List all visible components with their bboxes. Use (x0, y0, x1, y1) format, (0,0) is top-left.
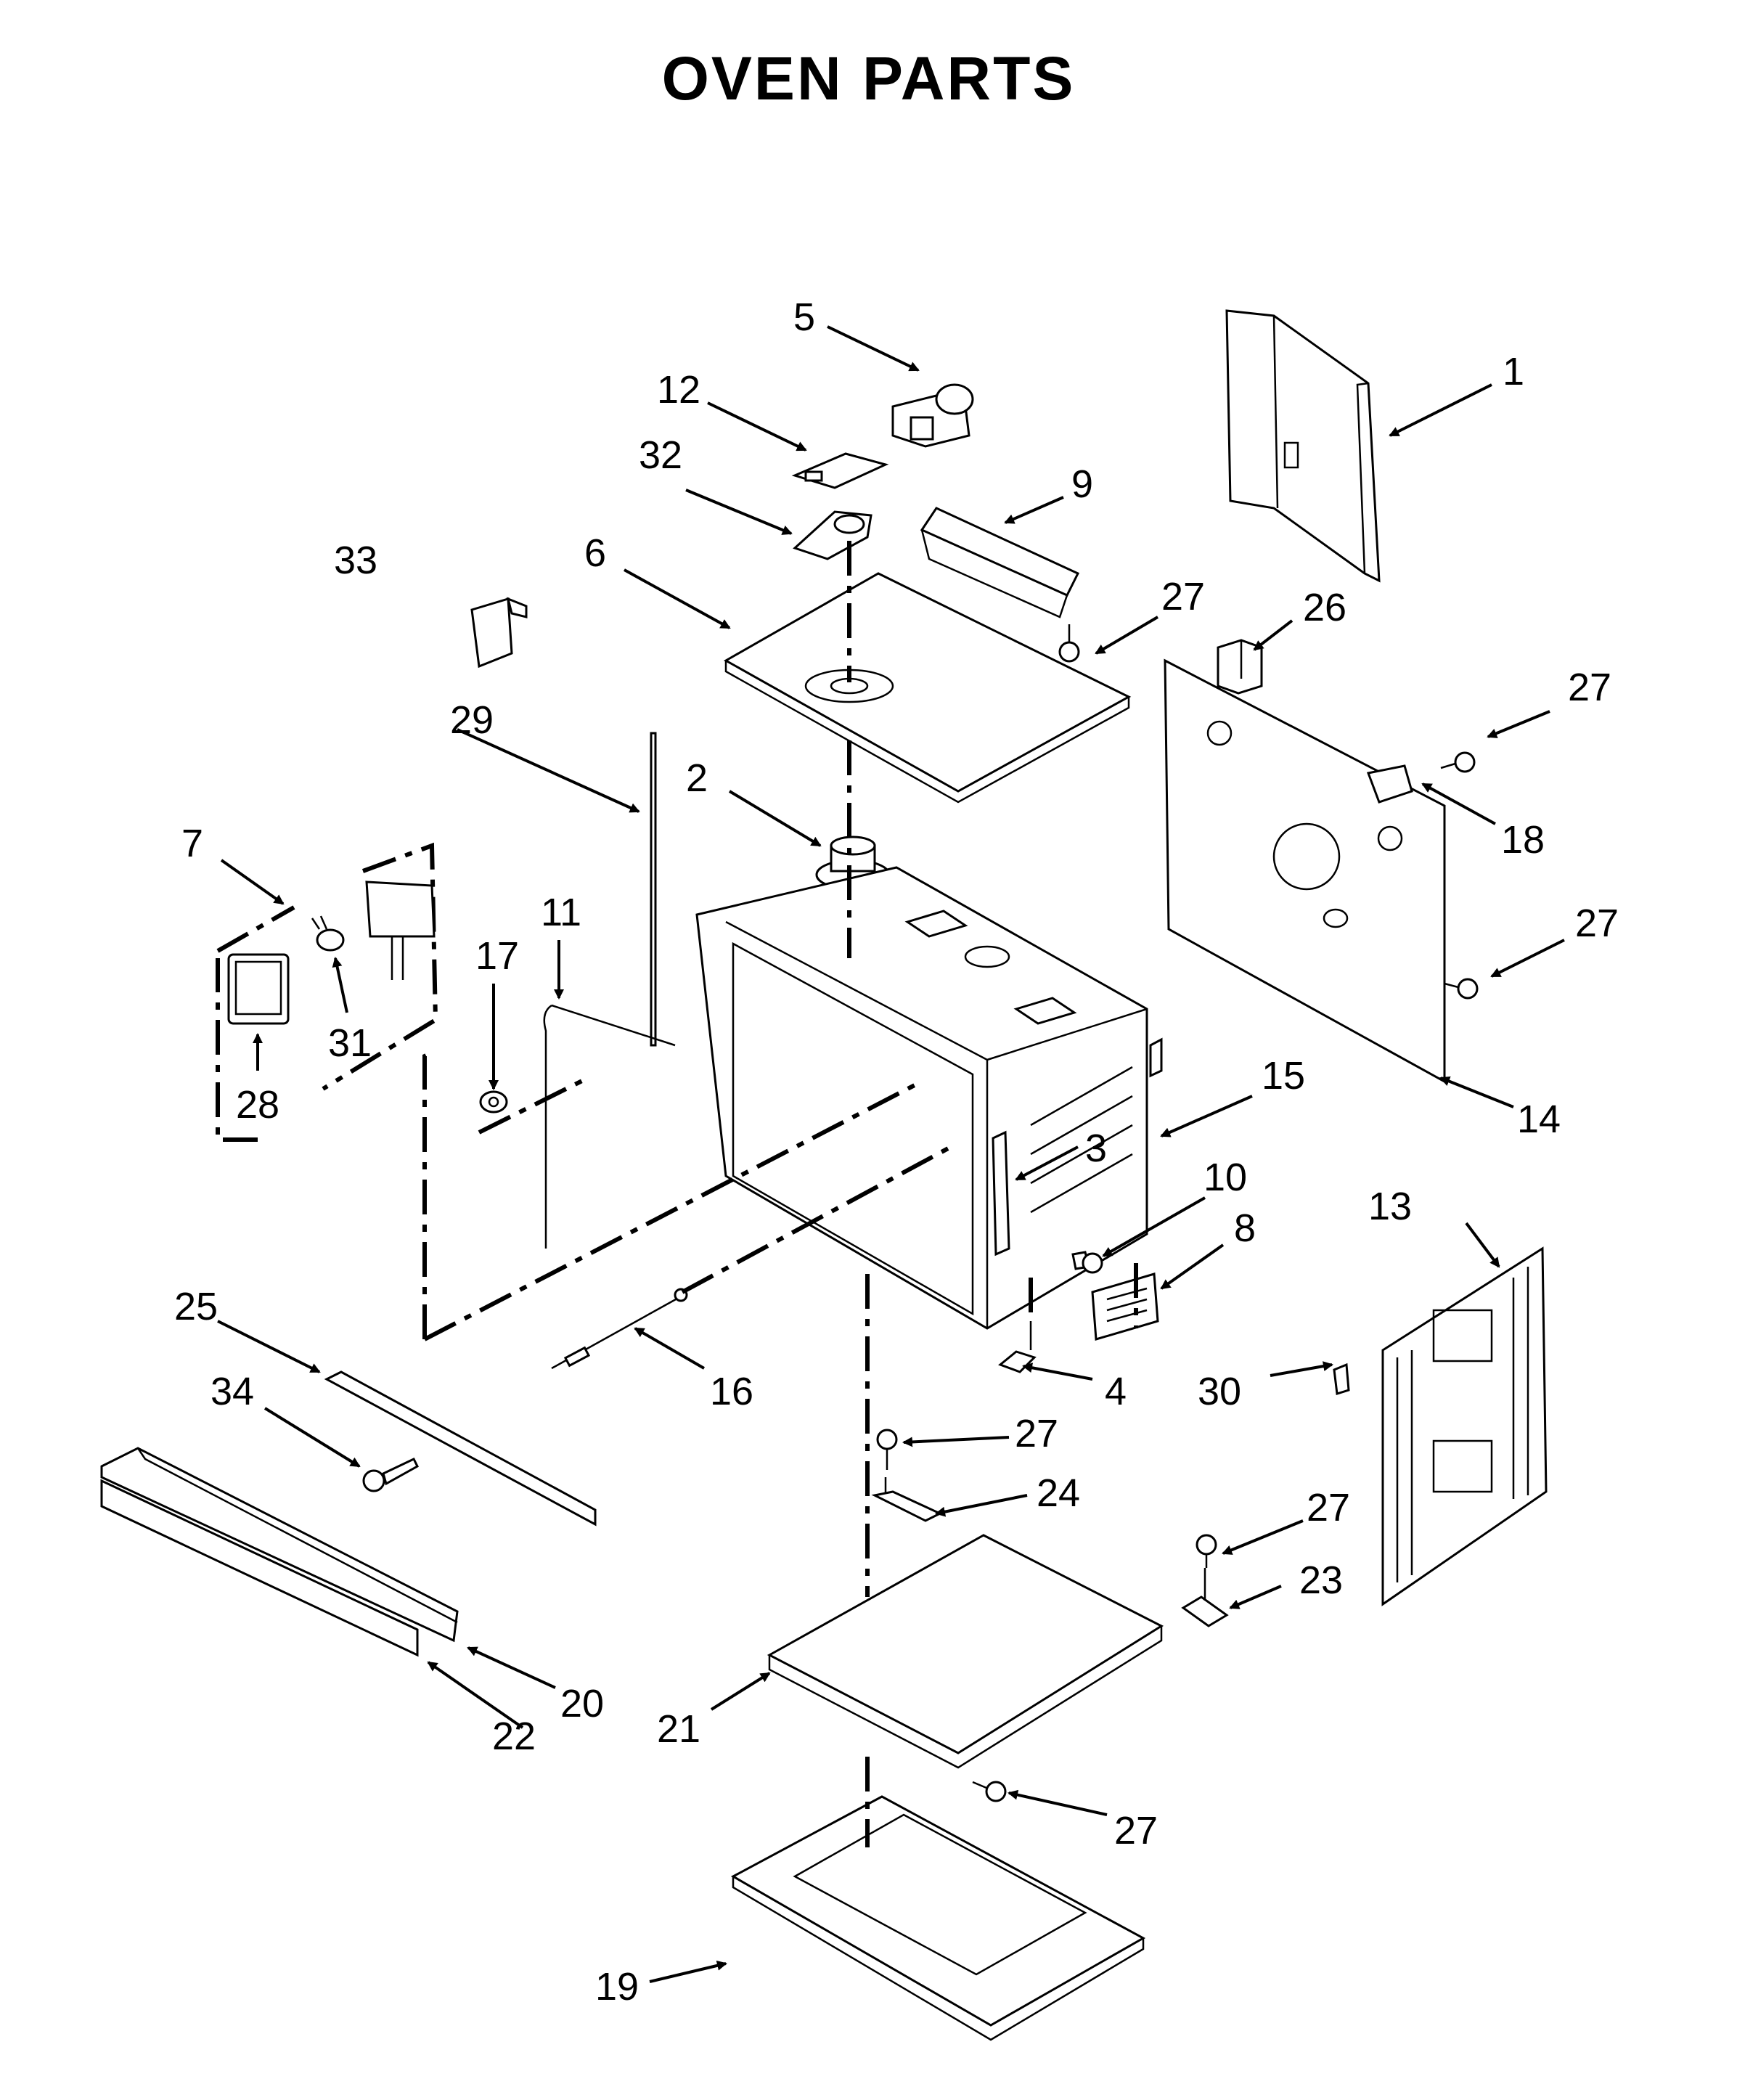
callout-21: 21 (657, 1707, 700, 1751)
part-8-vent-cover (1091, 1272, 1159, 1341)
part-32-bearing-bracket (793, 510, 872, 560)
part-22-trim-strip (100, 1479, 419, 1657)
oven-cavity (695, 866, 1148, 1330)
diagram-title: OVEN PARTS (661, 44, 1076, 113)
callout-29: 29 (450, 698, 494, 742)
callout-27-right-mid: 27 (1575, 902, 1619, 945)
callout-13: 13 (1368, 1185, 1412, 1228)
callout-28: 28 (236, 1083, 279, 1127)
callout-4: 4 (1105, 1370, 1127, 1413)
part-20-rail (100, 1447, 459, 1643)
callout-34: 34 (211, 1370, 254, 1413)
part-33-hinge-bracket (470, 597, 528, 669)
callout-26: 26 (1303, 586, 1346, 629)
part-3-sensor-bar (992, 1130, 1010, 1257)
callout-27-bottom: 27 (1114, 1809, 1158, 1852)
part-7-control-group (216, 842, 438, 1142)
part-34-screw (362, 1458, 419, 1492)
part-27-screws (876, 624, 1479, 1802)
callout-16: 16 (710, 1370, 753, 1413)
callout-labels: 1 2 3 4 5 6 7 8 9 10 11 12 13 14 15 16 1… (174, 295, 1619, 2009)
callout-27-right-low: 27 (1307, 1486, 1350, 1529)
callout-25: 25 (174, 1285, 218, 1328)
callout-5: 5 (793, 295, 815, 339)
callout-14: 14 (1517, 1098, 1561, 1141)
callout-27-top: 27 (1161, 575, 1205, 618)
part-17-knob (479, 1090, 508, 1114)
callout-3: 3 (1085, 1127, 1107, 1170)
callout-24: 24 (1037, 1471, 1080, 1515)
part-9-shield (920, 507, 1080, 618)
part-6-top-panel (723, 572, 1132, 804)
part-23-bracket (1181, 1568, 1229, 1627)
callout-27-right-top: 27 (1568, 666, 1611, 709)
part-1-rear-panel (1225, 309, 1381, 583)
callout-22: 22 (492, 1715, 536, 1758)
part-18-clip (1366, 764, 1413, 804)
callout-18: 18 (1501, 818, 1545, 862)
callout-20: 20 (560, 1682, 604, 1725)
assembly-lines (422, 541, 1138, 1847)
callout-17: 17 (475, 934, 519, 978)
part-16-probe (551, 1288, 688, 1370)
part-4-bracket (998, 1321, 1037, 1373)
callout-10: 10 (1203, 1156, 1247, 1199)
part-15-connector (1149, 1037, 1163, 1078)
part-12-bracket (791, 452, 889, 489)
callout-6: 6 (584, 531, 606, 575)
part-11-gasket (543, 1004, 676, 1249)
callout-23: 23 (1299, 1558, 1343, 1602)
callout-8: 8 (1234, 1206, 1256, 1250)
callout-31: 31 (328, 1021, 372, 1065)
part-21-bottom-panel (767, 1534, 1164, 1769)
callout-15: 15 (1262, 1054, 1305, 1098)
callout-arrows (217, 325, 1565, 1983)
part-14-side-panel (1164, 658, 1446, 1084)
callout-1: 1 (1503, 350, 1524, 393)
part-26-box-bracket (1217, 639, 1263, 695)
part-25-trim (324, 1370, 597, 1527)
callout-9: 9 (1071, 462, 1093, 506)
callout-11: 11 (541, 891, 581, 934)
part-10-screw (1071, 1251, 1103, 1274)
part-19-bottom-base (730, 1795, 1146, 2041)
callout-32: 32 (639, 433, 682, 477)
part-29-rod (650, 732, 657, 1047)
part-13-rear-cover (1381, 1246, 1548, 1606)
callout-12: 12 (657, 368, 700, 412)
callout-33: 33 (334, 539, 377, 582)
callout-19: 19 (595, 1965, 639, 2009)
callout-7: 7 (181, 822, 203, 865)
callout-30: 30 (1198, 1370, 1241, 1413)
part-24-bracket (871, 1477, 943, 1522)
callout-27-center: 27 (1015, 1412, 1058, 1455)
part-5-motor (891, 383, 974, 448)
part-30-clip (1333, 1362, 1350, 1395)
callout-2: 2 (686, 756, 708, 800)
